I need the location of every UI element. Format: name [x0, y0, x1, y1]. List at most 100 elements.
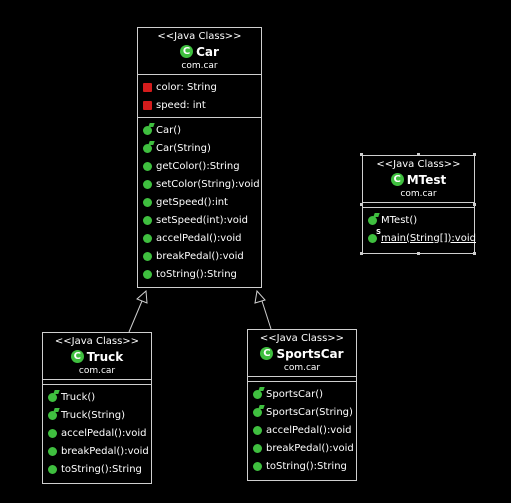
public-method-icon: [253, 425, 262, 435]
field-label: color: String: [156, 81, 217, 93]
selection-handle[interactable]: [360, 203, 363, 206]
method-row[interactable]: breakPedal():void: [248, 439, 356, 457]
class-mtest-package: com.car: [400, 189, 437, 199]
truck-extends-car-arrowhead: [136, 289, 148, 304]
method-label: breakPedal():void: [266, 442, 354, 454]
field-row[interactable]: speed: int: [138, 96, 261, 114]
method-label: getSpeed():int: [156, 196, 228, 208]
method-row[interactable]: setColor(String):void: [138, 175, 261, 193]
method-label: getColor():String: [156, 160, 240, 172]
private-field-icon: [143, 82, 152, 92]
constructor-icon: [253, 389, 262, 399]
selection-handle[interactable]: [417, 153, 420, 156]
method-row[interactable]: toString():String: [248, 457, 356, 475]
public-method-icon: [48, 446, 57, 456]
class-truck-header: <<Java Class>> C Truck com.car: [43, 333, 151, 379]
public-method-icon: [143, 233, 152, 243]
field-row[interactable]: color: String: [138, 78, 261, 96]
class-car-header: <<Java Class>> C Car com.car: [138, 28, 261, 74]
method-label: Car(): [156, 124, 182, 136]
method-row[interactable]: toString():String: [138, 265, 261, 283]
class-car-methods: Car() Car(String) getColor():String setC…: [138, 117, 261, 286]
class-sportscar-name: SportsCar: [276, 346, 344, 361]
method-row[interactable]: breakPedal():void: [138, 247, 261, 265]
constructor-icon: [48, 410, 57, 420]
public-method-icon: [253, 443, 262, 453]
method-row[interactable]: SportsCar(String): [248, 403, 356, 421]
constructor-icon: [368, 215, 377, 225]
constructor-icon: [143, 125, 152, 135]
class-icon: C: [390, 173, 404, 186]
method-label: accelPedal():void: [156, 232, 242, 244]
field-label: speed: int: [156, 99, 206, 111]
method-label: Truck(): [61, 391, 96, 403]
selection-handle[interactable]: [417, 252, 420, 255]
method-row[interactable]: setSpeed(int):void: [138, 211, 261, 229]
method-row[interactable]: toString():String: [43, 460, 151, 478]
method-row[interactable]: Car(): [138, 121, 261, 139]
class-icon: C: [260, 347, 274, 360]
method-row[interactable]: breakPedal():void: [43, 442, 151, 460]
truck-extends-car-line: [128, 300, 143, 333]
public-method-icon: [143, 161, 152, 171]
method-label: SportsCar(): [266, 388, 324, 400]
method-row[interactable]: accelPedal():void: [43, 424, 151, 442]
class-sportscar-package: com.car: [283, 363, 321, 373]
method-label: toString():String: [156, 268, 237, 280]
class-sportscar-fields: [248, 376, 356, 381]
class-mtest-stereotype: <<Java Class>>: [376, 159, 461, 170]
public-method-icon: [48, 464, 57, 474]
selection-handle[interactable]: [473, 153, 476, 156]
method-label: main(String[]):void: [381, 232, 476, 244]
class-mtest-fields: [363, 202, 474, 207]
class-truck-name: Truck: [86, 349, 124, 364]
method-label: breakPedal():void: [61, 445, 149, 457]
public-method-icon: [143, 269, 152, 279]
method-label: Car(String): [156, 142, 211, 154]
method-label: accelPedal():void: [266, 424, 352, 436]
sportscar-extends-car-arrowhead: [254, 289, 266, 304]
selection-handle[interactable]: [360, 252, 363, 255]
class-truck[interactable]: <<Java Class>> C Truck com.car Truck() T…: [42, 332, 152, 484]
method-label: MTest(): [381, 214, 418, 226]
method-label: setColor(String):void: [156, 178, 260, 190]
method-row[interactable]: getColor():String: [138, 157, 261, 175]
class-truck-stereotype: <<Java Class>>: [54, 336, 140, 347]
static-method-icon: [368, 228, 381, 243]
private-field-icon: [143, 100, 152, 110]
method-label: SportsCar(String): [266, 406, 353, 418]
public-method-icon: [143, 197, 152, 207]
method-row[interactable]: accelPedal():void: [138, 229, 261, 247]
selection-handle[interactable]: [360, 153, 363, 156]
selection-handle[interactable]: [473, 252, 476, 255]
class-mtest-methods: MTest() main(String[]):void: [363, 207, 476, 250]
selection-handle[interactable]: [473, 203, 476, 206]
class-mtest-name: MTest: [406, 172, 447, 187]
sportscar-extends-car-line: [261, 300, 272, 330]
constructor-icon: [143, 143, 152, 153]
class-icon: C: [180, 45, 194, 58]
method-label: breakPedal():void: [156, 250, 244, 262]
method-row[interactable]: accelPedal():void: [248, 421, 356, 439]
class-truck-fields: [43, 379, 151, 384]
method-label: toString():String: [266, 460, 347, 472]
method-row[interactable]: SportsCar(): [248, 385, 356, 403]
method-row[interactable]: main(String[]):void: [363, 228, 476, 247]
class-car-stereotype: <<Java Class>>: [157, 31, 242, 42]
method-row[interactable]: MTest(): [363, 211, 474, 229]
method-label: toString():String: [61, 463, 142, 475]
public-method-icon: [143, 251, 152, 261]
method-row[interactable]: Car(String): [138, 139, 261, 157]
method-row[interactable]: Truck(String): [43, 406, 151, 424]
class-truck-methods: Truck() Truck(String) accelPedal():void …: [43, 384, 151, 481]
method-row[interactable]: getSpeed():int: [138, 193, 261, 211]
method-row[interactable]: Truck(): [43, 388, 151, 406]
class-mtest[interactable]: <<Java Class>> C MTest com.car MTest() m…: [362, 155, 476, 254]
class-mtest-header: <<Java Class>> C MTest com.car: [363, 156, 474, 202]
class-sportscar[interactable]: <<Java Class>> C SportsCar com.car Sport…: [247, 329, 357, 481]
class-icon: C: [70, 350, 84, 363]
class-sportscar-stereotype: <<Java Class>>: [259, 333, 345, 344]
public-method-icon: [48, 428, 57, 438]
class-car[interactable]: <<Java Class>> C Car com.car color: Stri…: [137, 27, 262, 288]
class-sportscar-header: <<Java Class>> C SportsCar com.car: [248, 330, 356, 376]
